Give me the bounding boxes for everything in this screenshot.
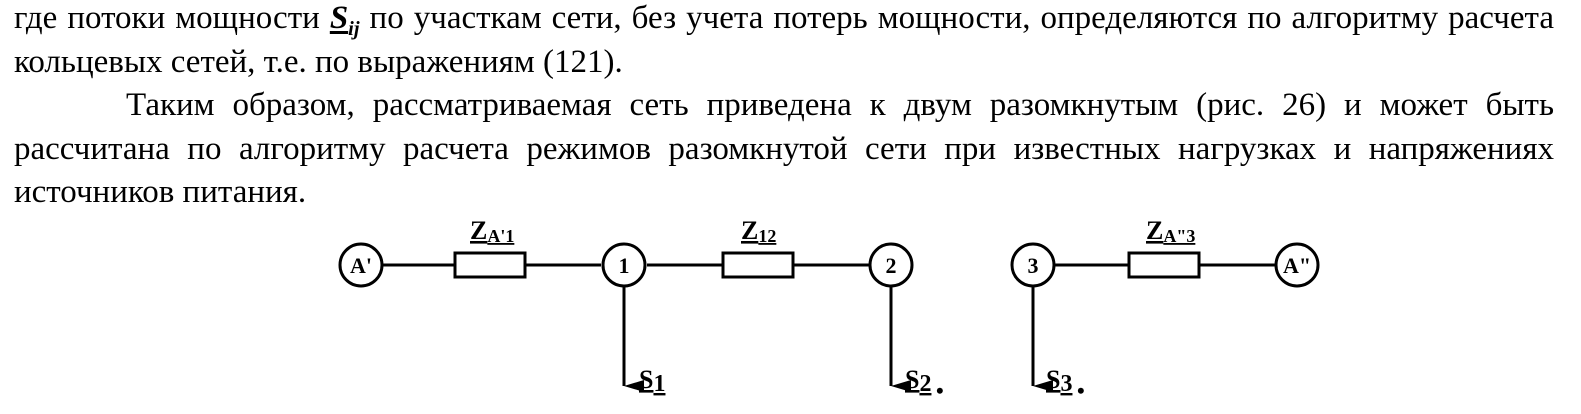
paragraph-open-networks: Таким образом, рассматриваемая сеть прив… bbox=[14, 87, 1554, 210]
power-flow-symbol: Sij bbox=[329, 0, 360, 39]
document-page: где потоки мощности Sij по участкам сети… bbox=[14, 0, 1554, 215]
node-1-label: 1 bbox=[619, 253, 630, 278]
impedance-a1-1-label: ZA'1 bbox=[470, 216, 514, 246]
node-3: 3 bbox=[1010, 242, 1056, 288]
impedance-a2-3-label: ZA"3 bbox=[1146, 216, 1195, 246]
impedance-a1-1 bbox=[453, 251, 527, 279]
impedance-1-2 bbox=[721, 251, 795, 279]
load-s2-mark: • bbox=[936, 378, 944, 403]
node-a1-label: A' bbox=[350, 253, 372, 278]
node-2-label: 2 bbox=[886, 253, 897, 278]
right-network: 3 A" ZA"3 S3 • bbox=[1010, 216, 1320, 403]
impedance-a2-3 bbox=[1127, 251, 1201, 279]
load-s3-mark: • bbox=[1077, 378, 1085, 403]
load-s3-label: S3 bbox=[1046, 365, 1072, 397]
node-3-label: 3 bbox=[1028, 253, 1039, 278]
paragraph-1-text-start: где потоки мощности bbox=[14, 0, 330, 36]
load-s2-label: S2 bbox=[905, 365, 931, 397]
impedance-1-2-label: Z12 bbox=[741, 216, 776, 246]
node-2: 2 bbox=[868, 242, 914, 288]
power-flow-symbol-subscript: ij bbox=[348, 18, 360, 41]
power-flow-symbol-main: S bbox=[329, 0, 349, 36]
node-a2: A" bbox=[1274, 242, 1320, 288]
network-diagram: A' 1 2 ZA'1 Z12 S1 S2 • 3 A" ZA"3 bbox=[338, 216, 1320, 403]
node-a1: A' bbox=[338, 242, 384, 288]
node-1: 1 bbox=[601, 242, 647, 288]
node-a2-label: A" bbox=[1283, 253, 1311, 278]
paragraph-power-flows: где потоки мощности Sij по участкам сети… bbox=[14, 0, 1554, 84]
load-s1-label: S1 bbox=[639, 365, 665, 397]
paragraph-1-text-end: по участкам сети, без учета потерь мощно… bbox=[14, 0, 1554, 80]
left-network: A' 1 2 ZA'1 Z12 S1 S2 • bbox=[338, 216, 944, 403]
